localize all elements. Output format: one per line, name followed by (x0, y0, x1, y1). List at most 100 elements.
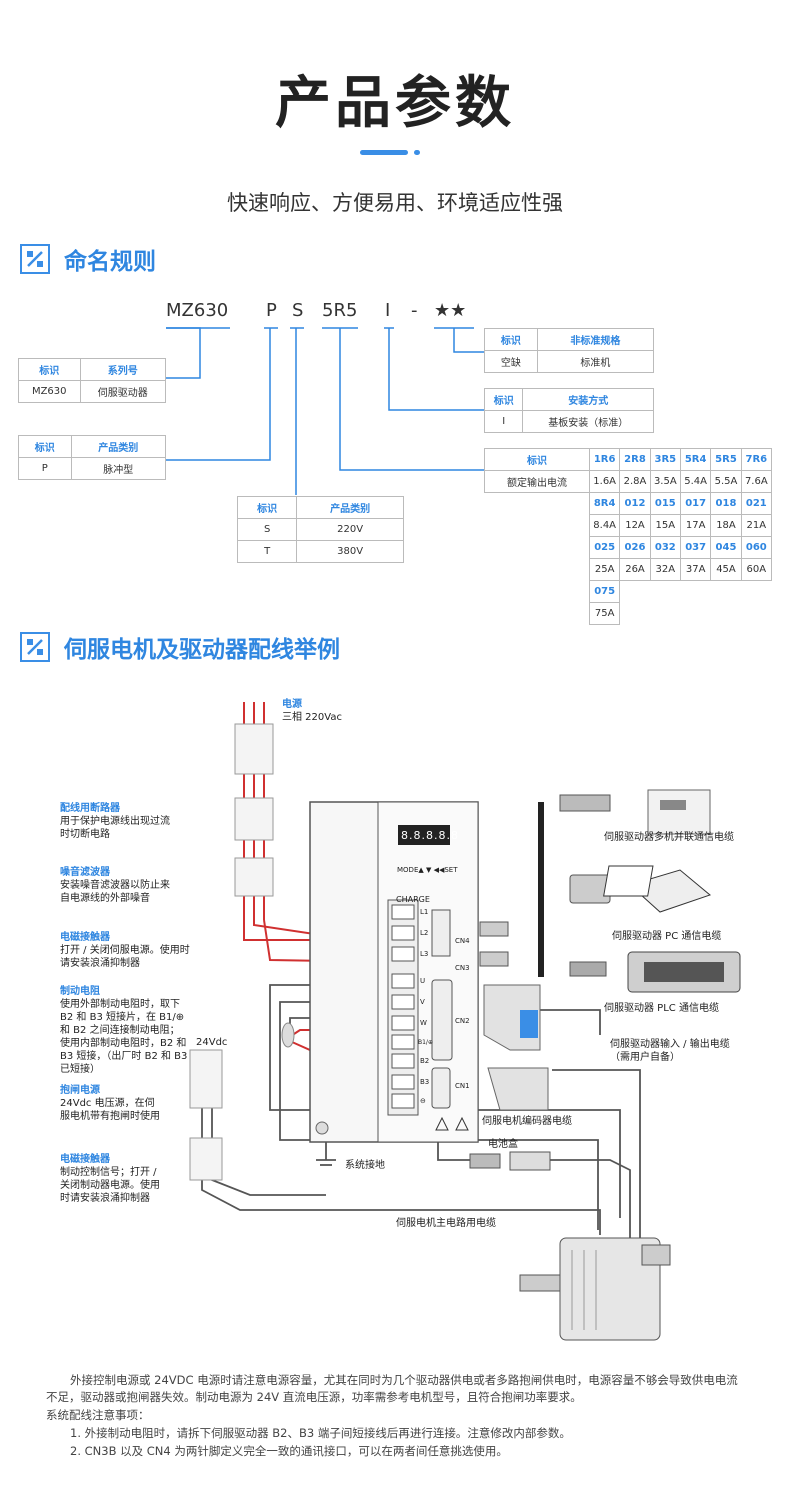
drive-keys: MODE▲ ▼ ◀◀SET (397, 866, 458, 874)
cell: 基板安装（标准） (522, 410, 654, 433)
code-cell: 026 (619, 536, 651, 559)
page-title: 产品参数 (275, 71, 515, 136)
term-l2: L2 (420, 929, 429, 937)
code-cell: 021 (740, 492, 773, 515)
code-cell: 012 (619, 492, 651, 515)
table-current: 标识 1R6 2R8 3R5 5R4 5R5 7R6 额定输出电流 1.6A 2… (484, 448, 773, 625)
code-cell: 1R6 (588, 448, 621, 471)
label-filter: 噪音滤波器安装噪音滤波器以防止来自电源线的外部噪音 (60, 867, 170, 904)
term-u: U (420, 977, 426, 985)
th-mount: 安装方式 (522, 388, 654, 411)
val-cell: 18A (710, 514, 742, 537)
cell: 脉冲型 (70, 457, 166, 480)
label-pc-cable: 伺服驱动器 PC 通信电缆 (612, 931, 722, 942)
note-heading: 系统配线注意事项： (46, 1408, 150, 1422)
code-cell: 032 (649, 536, 681, 559)
drive-charge: CHARGE (396, 895, 430, 904)
page-subtitle: 快速响应、方便易用、环境适应性强 (227, 191, 563, 215)
val-cell: 32A (649, 558, 681, 581)
val-cell: 75A (588, 602, 621, 625)
th-id: 标识 (18, 435, 72, 458)
note-paragraph: 外接控制电源或 24VDC 电源时请注意电源容量，尤其在同时为几个驱动器供电或者… (46, 1373, 738, 1404)
code-cell: 7R6 (740, 448, 773, 471)
term-b2: B2 (420, 1057, 430, 1065)
cell: I (483, 410, 524, 433)
label-power: 电源三相 220Vac (282, 699, 342, 723)
label-brake-resistor: 制动电阻使用外部制动电阻时，取下 B2 和 B3 短接片，在 B1/⊕ 和 B2… (60, 986, 188, 1075)
term-minus: ⊖ (420, 1097, 426, 1105)
th-id: 标识 (18, 358, 81, 381)
term-b1: B1/⊕ (418, 1039, 433, 1046)
code-cell: 5R5 (710, 448, 742, 471)
term-l3: L3 (420, 950, 429, 958)
title-underline (360, 150, 408, 155)
val-cell: 8.4A (588, 514, 621, 537)
val-cell: 5.5A (710, 470, 742, 493)
label-encoder-cable: 伺服电机编码器电缆 (482, 1116, 572, 1127)
th-series: 系列号 (79, 358, 166, 381)
port-cn4: CN4 (455, 937, 470, 945)
term-l1: L1 (420, 908, 429, 916)
term-v: V (420, 998, 425, 1006)
cell: 伺服驱动器 (79, 380, 166, 403)
term-w: W (420, 1019, 427, 1027)
port-cn3: CN3 (455, 964, 470, 972)
label-multi-cable: 伺服驱动器多机并联通信电缆 (604, 832, 734, 843)
th-special: 非标准规格 (536, 328, 655, 351)
val-cell: 45A (710, 558, 742, 581)
drive-display: 8.8.8.8.8 (401, 829, 459, 842)
th-id: 标识 (483, 388, 524, 411)
val-cell: 60A (740, 558, 773, 581)
code-cell: 060 (740, 536, 773, 559)
cell: 标准机 (536, 350, 655, 373)
code-cell: 017 (679, 492, 712, 515)
label-io-cable-note: （需用户自备） (610, 1052, 680, 1063)
code-product: P (266, 300, 277, 321)
cell: S (236, 518, 298, 541)
wiring-diagram (189, 702, 741, 1341)
th-id: 标识 (236, 496, 298, 519)
port-cn2: CN2 (455, 1017, 470, 1025)
val-cell: 7.6A (740, 470, 773, 493)
code-cell: 5R4 (679, 448, 712, 471)
val-cell: 15A (649, 514, 681, 537)
cell: T (236, 540, 298, 563)
val-cell: 37A (679, 558, 712, 581)
section-wiring-header: 伺服电机及驱动器配线举例 (20, 630, 340, 664)
label-battery-box: 电池盒 (488, 1139, 518, 1150)
code-cell: 3R5 (649, 448, 681, 471)
val-cell: 26A (619, 558, 651, 581)
code-cell: 037 (679, 536, 712, 559)
val-cell: 5.4A (679, 470, 712, 493)
checkbox-icon (20, 632, 50, 662)
code-voltage: S (292, 300, 304, 321)
cell: 220V (296, 518, 404, 541)
note-item-1: 1. 外接制动电阻时，请拆下伺服驱动器 B2、B3 端子间短接线后再进行连接。注… (70, 1426, 571, 1440)
label-io-cable: 伺服驱动器输入 / 输出电缆 (610, 1039, 730, 1050)
val-cell: 21A (740, 514, 773, 537)
val-cell: 17A (679, 514, 712, 537)
title-underline-dot (414, 150, 420, 155)
section-naming-title: 命名规则 (64, 249, 156, 275)
code-special: ★★ (434, 300, 467, 321)
code-cell: 015 (649, 492, 681, 515)
th-current: 额定输出电流 (484, 470, 590, 493)
val-cell: 25A (588, 558, 621, 581)
note-item-2: 2. CN3B 以及 CN4 为两针脚定义完全一致的通讯接口，可以在两者间任意挑… (70, 1444, 508, 1458)
code-cell: 8R4 (588, 492, 621, 515)
val-cell: 2.8A (619, 470, 651, 493)
th-id: 标识 (484, 448, 590, 471)
th-product: 产品类别 (70, 435, 166, 458)
val-cell: 3.5A (649, 470, 681, 493)
label-ground: 系统接地 (345, 1160, 385, 1171)
label-contactor2: 电磁接触器制动控制信号；打开 / 关闭制动器电源。使用时请安装浪涌抑制器 (60, 1154, 160, 1204)
section-naming-header: 命名规则 (20, 242, 156, 276)
port-cn1: CN1 (455, 1082, 470, 1090)
label-main-cable: 伺服电机主电路用电缆 (396, 1218, 496, 1229)
code-cell: 025 (588, 536, 621, 559)
code-cell: 2R8 (619, 448, 651, 471)
